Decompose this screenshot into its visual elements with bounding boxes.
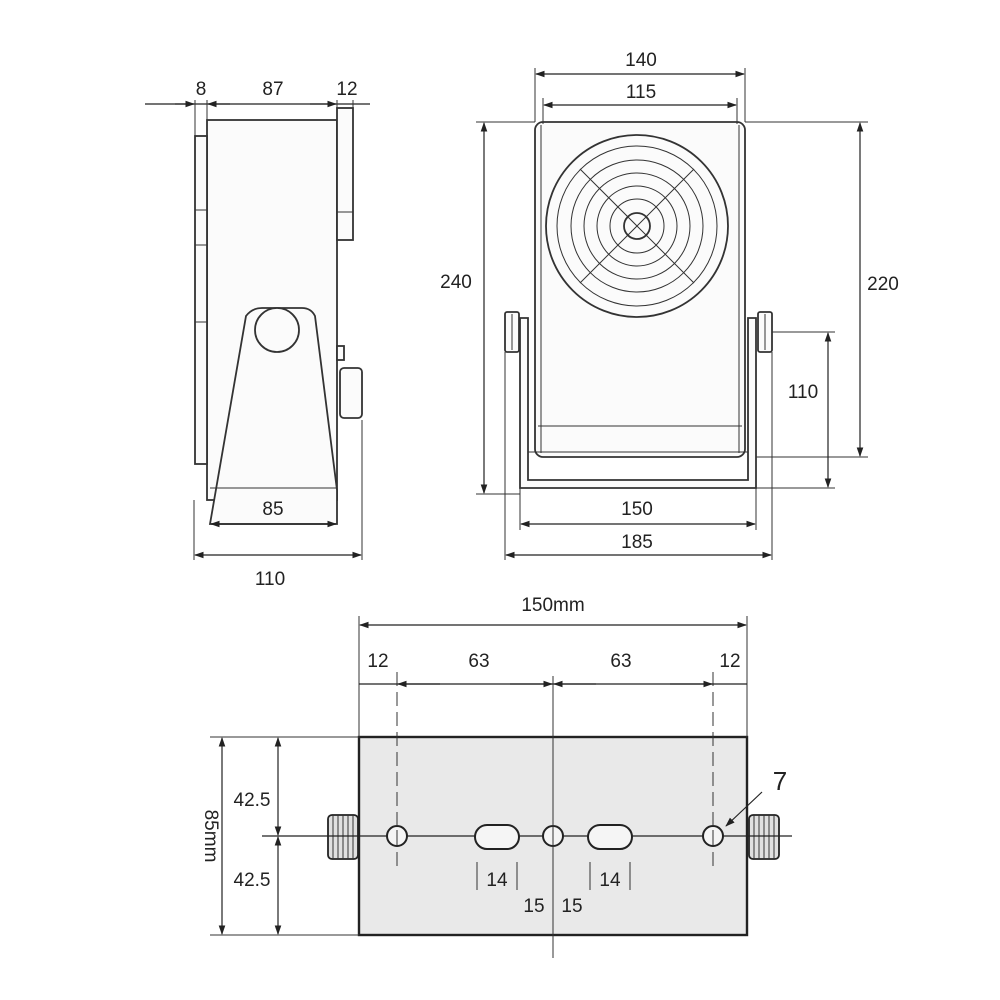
side-dim-12: 12 bbox=[336, 79, 357, 100]
front-dim-150: 150 bbox=[621, 499, 653, 520]
side-front-plate bbox=[194, 135, 208, 465]
bottom-dim-42.5-bottom: 42.5 bbox=[234, 870, 271, 891]
front-dim-185: 185 bbox=[621, 532, 653, 553]
bottom-left-knob bbox=[327, 814, 359, 860]
bottom-dim-12-right: 12 bbox=[719, 651, 740, 672]
bottom-dim-42.5-top: 42.5 bbox=[234, 790, 271, 811]
front-dim-220: 220 bbox=[867, 274, 899, 295]
side-dim-110: 110 bbox=[255, 569, 285, 590]
bottom-dim-14-right: 14 bbox=[599, 870, 621, 891]
side-view: 8 87 12 85 110 bbox=[145, 79, 370, 590]
bottom-view: 150mm 12 63 63 12 42.5 42.5 85mm 14 14 1… bbox=[200, 595, 792, 958]
side-rear-knob bbox=[339, 367, 363, 419]
side-dim-85: 85 bbox=[262, 499, 283, 520]
bottom-dim-12-left: 12 bbox=[367, 651, 388, 672]
side-dim-87: 87 bbox=[262, 79, 283, 100]
bottom-dim-15-right: 15 bbox=[561, 896, 582, 917]
bottom-dim-150mm: 150mm bbox=[521, 595, 584, 616]
front-dim-115: 115 bbox=[626, 82, 656, 103]
side-bump bbox=[336, 345, 345, 361]
side-back-plate bbox=[336, 107, 354, 241]
front-dim-240: 240 bbox=[440, 272, 472, 293]
fan-guard-icon bbox=[545, 134, 729, 318]
side-stand bbox=[208, 307, 338, 525]
front-view: 140 115 240 220 110 150 185 bbox=[440, 50, 899, 560]
front-dim-140: 140 bbox=[625, 50, 657, 71]
front-dim-110: 110 bbox=[788, 382, 818, 403]
bottom-dim-15-left: 15 bbox=[523, 896, 544, 917]
bottom-dim-63-right: 63 bbox=[610, 651, 631, 672]
hole-callout-arrow bbox=[725, 791, 763, 827]
mount-slot-right bbox=[587, 824, 633, 850]
mount-slot-left bbox=[474, 824, 520, 850]
side-pivot-knob bbox=[254, 307, 300, 353]
bottom-right-knob bbox=[748, 814, 780, 860]
bottom-dim-85mm: 85mm bbox=[200, 810, 221, 863]
side-dim-8: 8 bbox=[196, 79, 207, 100]
bottom-dim-63-left: 63 bbox=[468, 651, 489, 672]
front-bracket bbox=[519, 317, 757, 489]
bottom-dim-14-left: 14 bbox=[486, 870, 508, 891]
bottom-dim-7: 7 bbox=[773, 766, 787, 796]
